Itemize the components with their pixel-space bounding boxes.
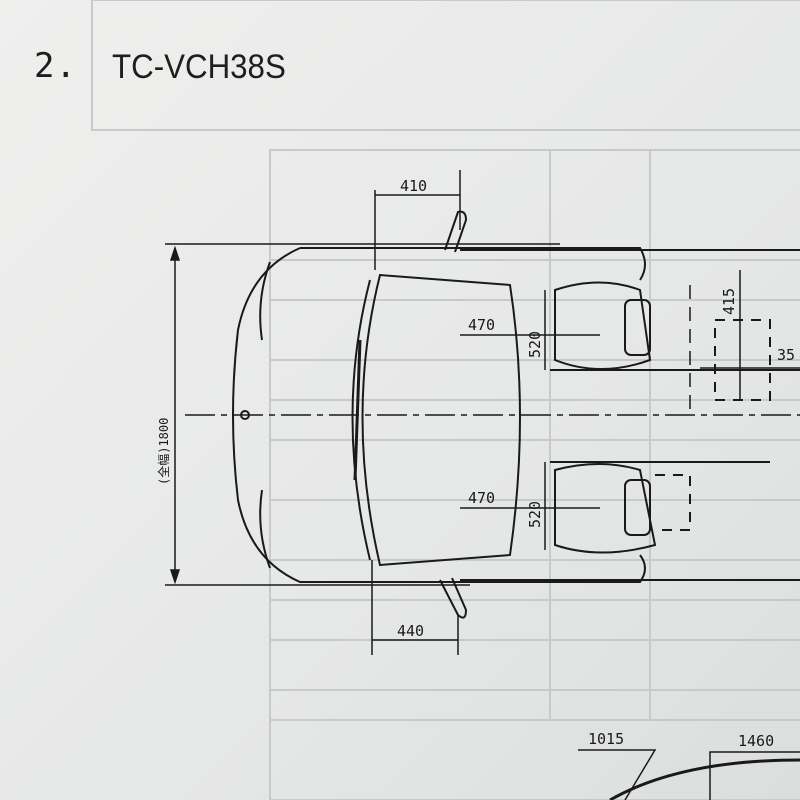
section-number: 2. xyxy=(34,46,77,86)
dim-overall-width: (全幅)1800 xyxy=(156,418,171,485)
model-title: TC-VCH38S xyxy=(112,48,286,86)
dim-depth-lower: 520 xyxy=(526,501,544,528)
dim-depth-upper: 520 xyxy=(526,331,544,358)
faint-spec-table xyxy=(91,0,800,800)
dimension-lines xyxy=(165,170,800,800)
dim-seat-upper: 470 xyxy=(468,316,495,334)
dim-side-left: 1015 xyxy=(588,730,624,748)
dim-wheelchair-partial: 35 xyxy=(777,346,795,364)
dim-mirror-bottom: 440 xyxy=(397,622,424,640)
dim-seat-lower: 470 xyxy=(468,489,495,507)
dim-wheelchair-length: 415 xyxy=(720,288,738,315)
vehicle-outline xyxy=(232,210,800,619)
dim-mirror-top: 410 xyxy=(400,177,427,195)
dim-side-right: 1460 xyxy=(738,732,774,750)
